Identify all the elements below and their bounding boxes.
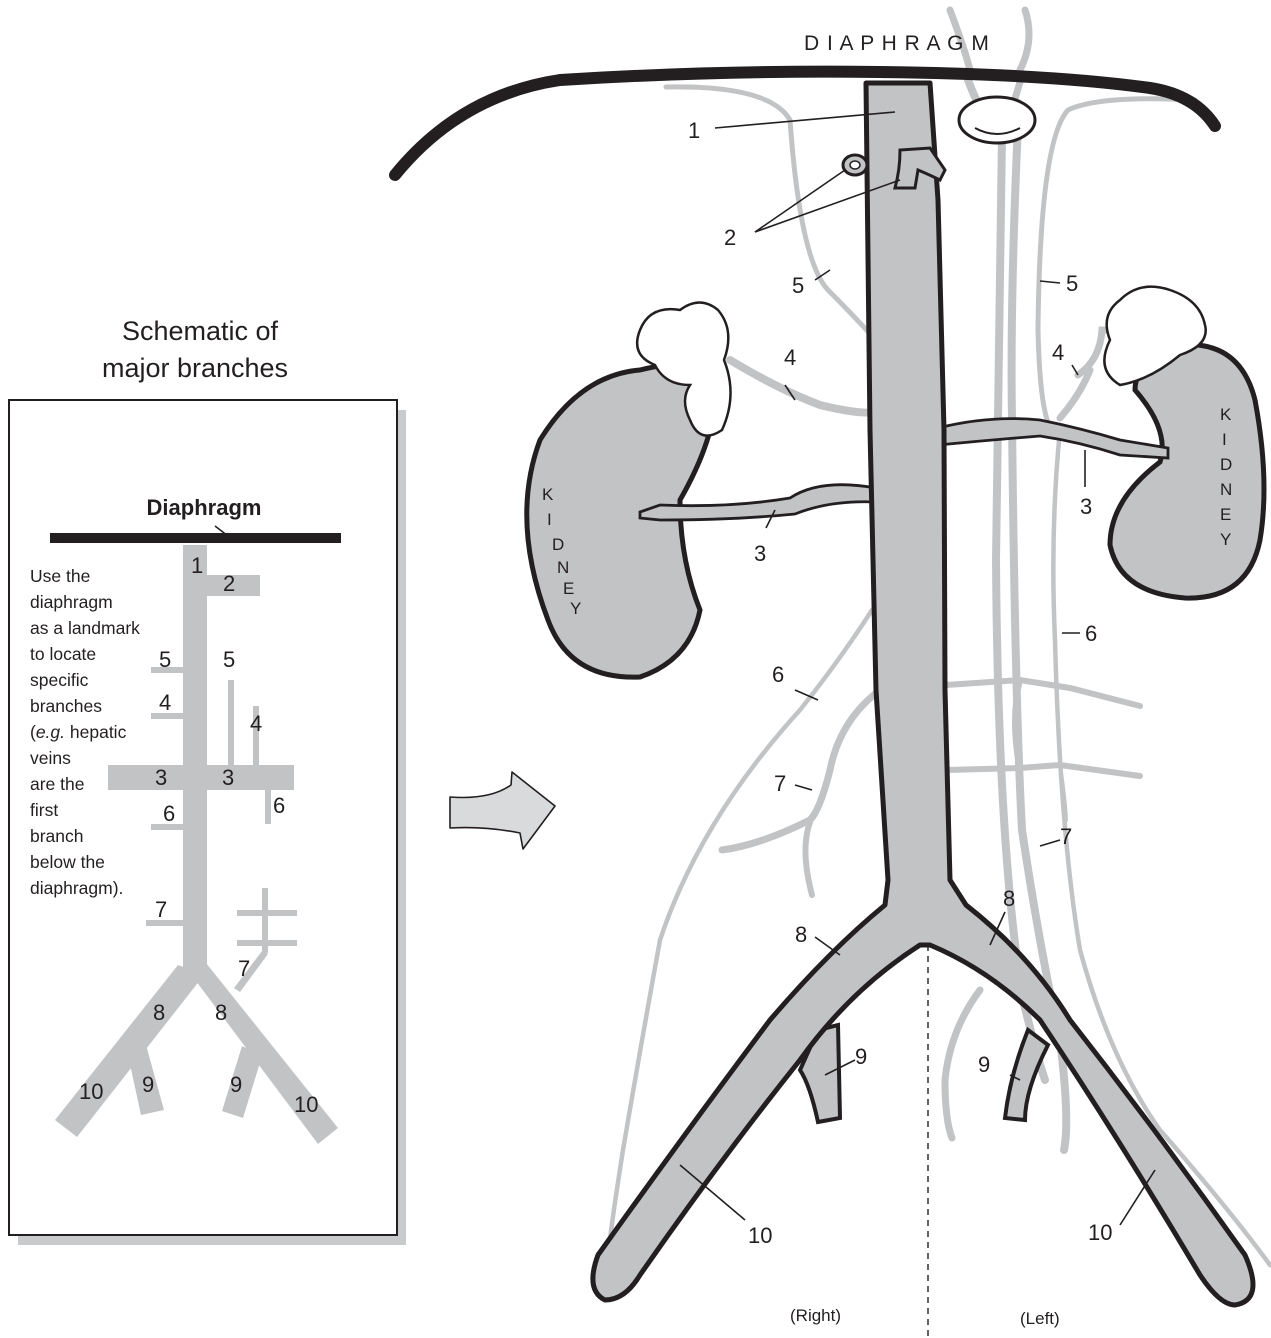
kidney-left-letter-5: E (1220, 505, 1231, 524)
schematic-label-9b: 9 (230, 1072, 242, 1097)
schematic-branch-7-left-cross-a (237, 910, 297, 916)
kidney-right-letter-6: Y (570, 599, 581, 618)
label-4-right: 4 (784, 345, 796, 370)
kidney-right-letter-4: N (557, 558, 569, 577)
note-line-13: diaphragm). (30, 878, 123, 898)
schematic-label-10b: 10 (294, 1092, 318, 1117)
label-4-left: 4 (1052, 340, 1064, 365)
schematic-branch-7-left-cross-b (237, 940, 297, 946)
schematic-label-4a: 4 (159, 690, 171, 715)
esophageal-hiatus (959, 97, 1035, 143)
label-2: 2 (724, 225, 736, 250)
kidney-left-letter-6: Y (1220, 530, 1231, 549)
label-9-right: 9 (855, 1044, 867, 1069)
label-8-left: 8 (1003, 886, 1015, 911)
note-line-11: branch (30, 826, 84, 846)
note-line-12: below the (30, 852, 105, 872)
label-10-right: 10 (748, 1223, 772, 1248)
schematic-label-8b: 8 (215, 1000, 227, 1025)
schematic-diaphragm-label: Diaphragm (147, 495, 262, 520)
schematic-title-line1: Schematic of (122, 316, 279, 346)
label-5-left: 5 (1066, 271, 1078, 296)
schematic-label-3a: 3 (155, 765, 167, 790)
schematic-label-6a: 6 (163, 801, 175, 826)
schematic-label-5a: 5 (159, 647, 171, 672)
schematic-label-5b: 5 (223, 647, 235, 672)
label-7-left: 7 (1060, 824, 1072, 849)
label-3-left: 3 (1080, 494, 1092, 519)
schematic-label-9a: 9 (142, 1072, 154, 1097)
schematic-label-8a: 8 (153, 1000, 165, 1025)
note-line-9: are the (30, 774, 84, 794)
schematic-label-7a: 7 (155, 897, 167, 922)
schematic-branch-5-left (228, 680, 234, 766)
note-line-5: specific (30, 670, 89, 690)
arrow-icon (450, 772, 555, 849)
label-8-right: 8 (795, 922, 807, 947)
note-line-8: veins (30, 748, 71, 768)
label-7-right: 7 (774, 771, 786, 796)
note-line-4: to locate (30, 644, 96, 664)
diaphragm-label: D I A P H R A G M (804, 32, 990, 55)
schematic-label-6b: 6 (273, 793, 285, 818)
schematic-label-7b: 7 (238, 956, 250, 981)
schematic-label-4b: 4 (250, 711, 262, 736)
label-9-left: 9 (978, 1052, 990, 1077)
schematic-label-3b: 3 (222, 765, 234, 790)
note-line-7: (e.g. hepatic (30, 722, 127, 742)
side-label-right: (Right) (790, 1306, 841, 1325)
note-line-2: diaphragm (30, 592, 113, 612)
note-line-6: branches (30, 696, 102, 716)
label-6-right: 6 (772, 662, 784, 687)
label-10-left: 10 (1088, 1220, 1112, 1245)
note-line-10: first (30, 800, 58, 820)
left-renal-artery (938, 419, 1168, 458)
side-label-left: (Left) (1020, 1309, 1060, 1328)
schematic-aorta (183, 545, 207, 975)
label-1: 1 (688, 118, 700, 143)
schematic-title-line2: major branches (102, 353, 288, 383)
kidney-right-letter-1: K (542, 485, 554, 504)
label-3-right: 3 (754, 541, 766, 566)
schematic-branch-6-left (265, 790, 271, 824)
note-eg-rest: hepatic (65, 722, 127, 742)
kidney-right-letter-2: I (547, 510, 552, 529)
label-5-right: 5 (792, 273, 804, 298)
kidney-left-letter-2: I (1222, 430, 1227, 449)
label-6-left: 6 (1085, 621, 1097, 646)
schematic-label-10a: 10 (79, 1079, 103, 1104)
kidney-left-letter-1: K (1220, 405, 1232, 424)
kidney-right-letter-5: E (563, 579, 574, 598)
kidney-left-letter-4: N (1220, 480, 1232, 499)
kidney-left-letter-3: D (1220, 455, 1232, 474)
kidney-right-letter-3: D (552, 535, 564, 554)
diaphragm-curve (395, 72, 1215, 175)
schematic-label-1: 1 (191, 553, 203, 578)
schematic-label-2: 2 (223, 571, 235, 596)
main-diagram: D I A P H R A G M 1 2 5 5 4 4 3 3 6 6 7 … (395, 10, 1270, 1338)
schematic-branch-3 (108, 765, 294, 790)
note-eg: e.g. (36, 722, 65, 742)
note-line-1: Use the (30, 566, 90, 586)
note-line-3: as a landmark (30, 618, 140, 638)
schematic-panel: Schematic of major branches Diaphragm (9, 316, 406, 1245)
